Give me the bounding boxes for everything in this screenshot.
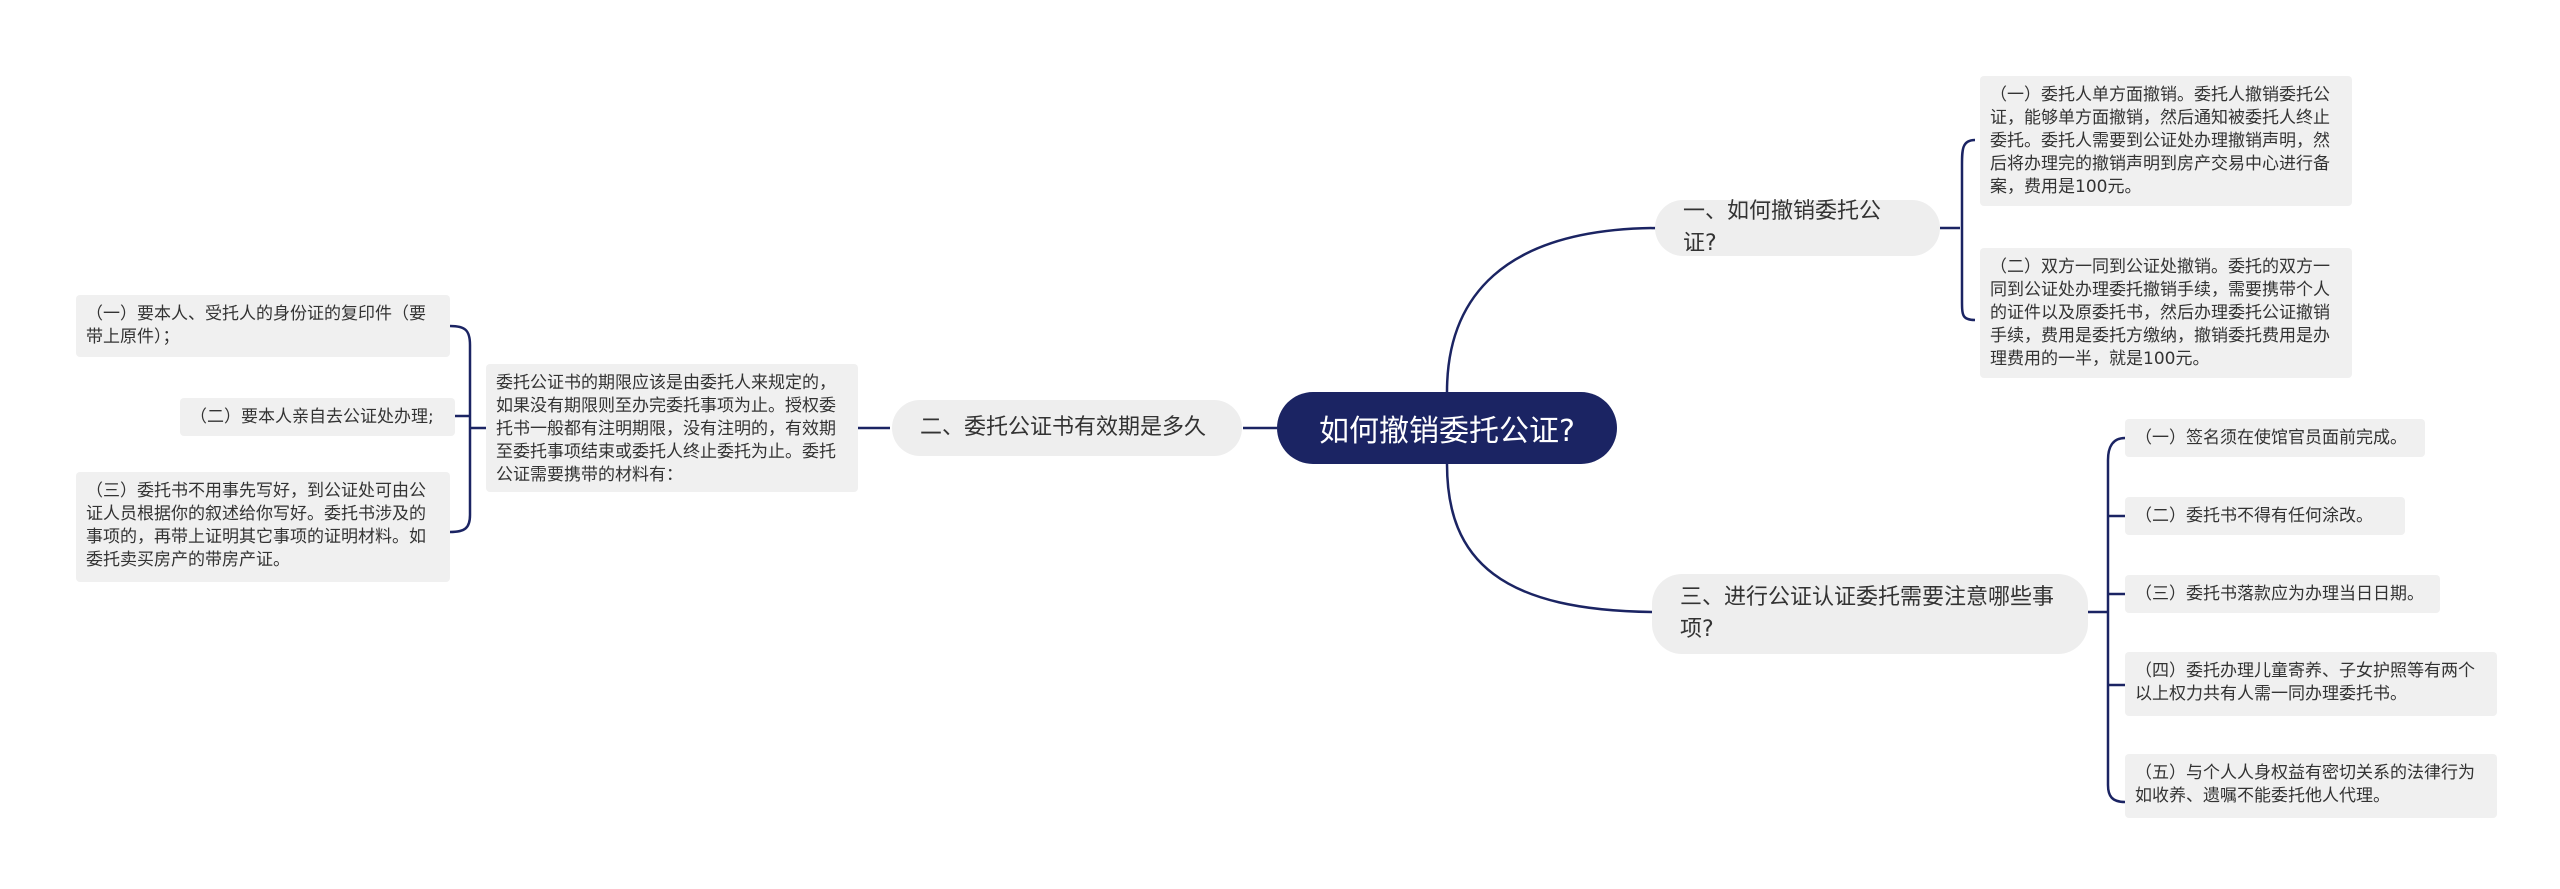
branch-3-subtopic-5[interactable]: （五）与个人人身权益有密切关系的法律行为如收养、遗嘱不能委托他人代理。 [2125, 754, 2497, 818]
connector-root-branch-3 [1445, 463, 1661, 614]
connector-detail-bracket [449, 324, 486, 534]
branch-3-subtopic-3[interactable]: （三）委托书落款应为办理当日日期。 [2125, 575, 2440, 613]
branch-3-subtopic-2[interactable]: （二）委托书不得有任何涂改。 [2125, 497, 2405, 535]
connector-branch-3-bracket [2088, 436, 2126, 804]
branch-1-subtopic-2[interactable]: （二）双方一同到公证处撤销。委托的双方一同到公证处办理委托撤销手续，需要携带个人… [1980, 248, 2352, 378]
branch-2-topic[interactable]: 二、委托公证书有效期是多久 [892, 400, 1242, 456]
branch-2-subtopic-2[interactable]: （二）要本人亲自去公证处办理; [180, 398, 455, 436]
branch-3-subtopic-1[interactable]: （一）签名须在使馆官员面前完成。 [2125, 419, 2425, 457]
branch-1-topic[interactable]: 一、如何撤销委托公证? [1655, 199, 1940, 256]
branch-2-detail[interactable]: 委托公证书的期限应该是由委托人来规定的，如果没有期限则至办完委托事项为止。授权委… [486, 364, 858, 492]
connector-root-branch-1 [1445, 226, 1661, 393]
branch-3-topic[interactable]: 三、进行公证认证委托需要注意哪些事项? [1652, 574, 2088, 654]
branch-2-subtopic-3[interactable]: （三）委托书不用事先写好，到公证处可由公证人员根据你的叙述给你写好。委托书涉及的… [76, 472, 450, 582]
connector-branch-1-bracket [1940, 138, 1976, 322]
branch-2-subtopic-1[interactable]: （一）要本人、受托人的身份证的复印件（要带上原件）； [76, 295, 450, 357]
branch-3-subtopic-4[interactable]: （四）委托办理儿童寄养、子女护照等有两个以上权力共有人需一同办理委托书。 [2125, 652, 2497, 716]
root-topic[interactable]: 如何撤销委托公证? [1277, 392, 1617, 464]
branch-1-subtopic-1[interactable]: （一）委托人单方面撤销。委托人撤销委托公证，能够单方面撤销，然后通知被委托人终止… [1980, 76, 2352, 206]
